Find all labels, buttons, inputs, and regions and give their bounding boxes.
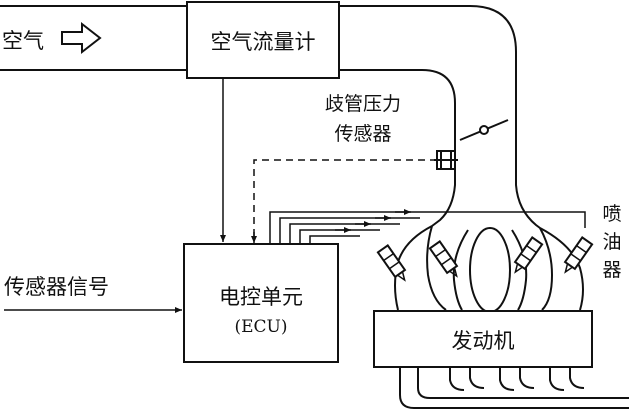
air-in-label: 空气 (2, 29, 44, 53)
intake-manifold-runners (394, 225, 584, 313)
injector-label-1: 喷 (602, 203, 621, 225)
injector-4-icon (563, 236, 594, 274)
injector-label-3: 器 (602, 259, 621, 281)
wire-arrows (335, 209, 411, 233)
exhaust-pipes (399, 367, 629, 409)
injector-label-2: 油 (602, 231, 621, 253)
airflow-meter: 空气流量计 (186, 1, 340, 79)
map-sensor-label-line1: 歧管压力 (325, 93, 401, 115)
throttle-valve (459, 119, 509, 141)
engine-label: 发动机 (452, 329, 515, 353)
ecu-sublabel: (ECU) (234, 317, 287, 337)
map-sensor (434, 150, 458, 170)
engine-block: 发动机 (373, 310, 593, 368)
airflow-meter-label: 空气流量计 (211, 30, 316, 54)
intake-duct (0, 5, 541, 229)
ecu-box: 电控单元 (ECU) (183, 243, 339, 363)
injector-1-icon (376, 244, 407, 282)
ecu-label: 电控单元 (219, 285, 303, 309)
sensor-signal-label: 传感器信号 (4, 275, 109, 299)
map-sensor-signal-line (253, 159, 437, 240)
injector-control-wires (269, 211, 586, 244)
injector-2-icon (428, 240, 459, 278)
map-sensor-label-line2: 传感器 (334, 123, 391, 145)
injector-3-icon (513, 236, 544, 274)
air-inlet-arrow-icon (61, 21, 102, 55)
